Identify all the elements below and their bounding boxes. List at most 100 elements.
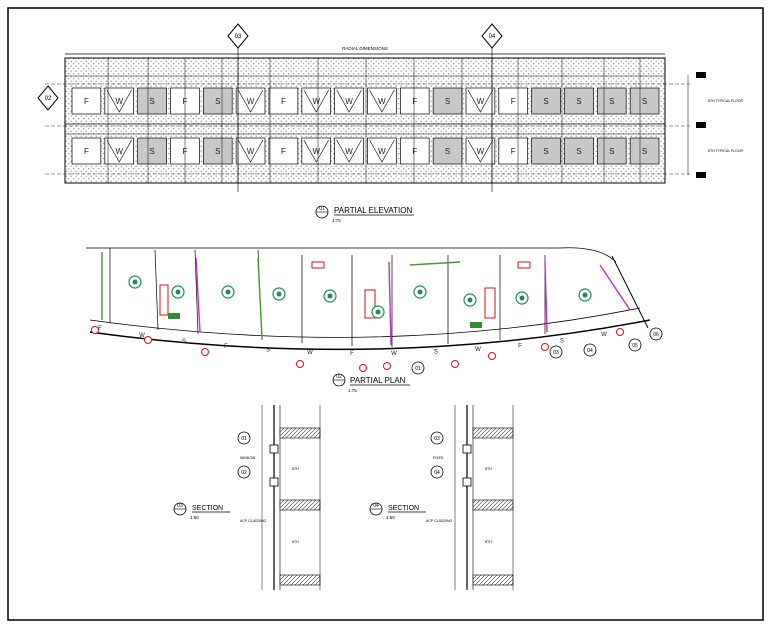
elevation-panel-code: F [281,97,286,106]
elevation-panel-code: W [477,97,485,106]
elevation-window-swing [303,139,329,163]
svg-text:03: 03 [177,503,183,509]
elevation-window-panel [137,137,167,165]
plan-panel-code: F [98,326,102,332]
plan-panel-code: W [475,347,481,353]
elevation-window-panel [596,137,627,165]
plan-panel-code: F [224,344,228,350]
plan-room-tag-dot [225,289,231,295]
elevation-window-panel [531,87,561,115]
plan-green-tags [168,313,482,328]
plan-callout-06: 06 [649,327,663,341]
elevation-panel-code: F [412,97,417,106]
partial-elevation: FWSFSWFWWWFSWFSSSS FWSFSWFWWWFSWFSSSS RA… [37,23,743,223]
elevation-window-panel [564,87,594,115]
elevation-window-swing [369,139,395,163]
elevation-panel-code: W [345,147,353,156]
elevation-panel-code: W [247,97,255,106]
plan-panel-code: W [601,332,607,338]
elevation-window-panel [399,137,430,165]
elevation-panel-code: W [312,147,320,156]
elevation-window-panel [465,137,496,165]
elevation-window-swing [237,139,264,163]
plan-callout-04: 04 [583,343,597,357]
plan-number: 02 [336,374,342,380]
elevation-window-panel [629,87,660,115]
plan-callout-03: 03 [549,345,563,359]
plan-room-tag-dot [276,291,282,297]
floor-label-2: 8TH TYPICAL FLOOR [708,149,743,153]
elevation-scale: 1:75 [332,218,341,223]
svg-text:03: 03 [553,350,559,356]
svg-text:03: 03 [434,436,440,442]
elevation-window-panel [104,87,135,115]
elevation-window-swing [467,89,494,113]
svg-text:8TH: 8TH [485,467,492,471]
svg-text:06: 06 [653,332,659,338]
floor-label-1: 8TH TYPICAL FLOOR [708,99,743,103]
section-04-scale: 1:50 [386,515,395,520]
elevation-panel-code: W [115,97,123,106]
svg-text:04: 04 [373,503,379,509]
elevation-panel-code: W [378,147,386,156]
elevation-window-panel [531,137,561,165]
elevation-panel-code: W [247,147,255,156]
plan-column-marker [201,348,209,356]
section-marker-04: 04 [481,23,503,192]
section-marker-03: 03 [227,23,249,192]
elevation-panel-code: F [281,147,286,156]
svg-text:02: 02 [241,470,247,476]
elevation-panel-code: S [215,97,220,106]
elevation-window-panel [367,87,397,115]
elevation-window-swing [336,89,362,113]
plan-callout-01: 01 [411,361,425,375]
elevation-window-swing [369,89,395,113]
plan-room-tag-dot [467,297,473,303]
sheet-border [7,7,764,621]
elevation-panel-code: F [511,147,516,156]
radial-dimensions-label: RADIAL DIMENSIONS [342,46,388,51]
plan-panel-code: W [307,350,313,356]
elevation-window-panel [498,87,529,115]
level-markers: 8TH TYPICAL FLOOR 8TH TYPICAL FLOOR [687,72,743,178]
plan-column-marker [616,328,624,336]
elevation-window-panel [202,87,233,115]
elevation-panel-code: S [149,147,154,156]
svg-text:04: 04 [489,34,496,40]
elevation-window-swing [336,139,362,163]
plan-column-marker [359,364,367,372]
elevation-window-panel [367,137,397,165]
plan-panel-code: W [139,333,145,339]
elevation-panel-code: S [445,97,450,106]
side-marker-02: 02 [37,85,59,111]
elevation-window-panel [432,87,463,115]
elevation-panel-code: F [84,147,89,156]
elevation-window-row-2: FWSFSWFWWWFSWFSSSS [71,137,660,165]
elevation-panel-code: S [445,147,450,156]
plan-room-tag-dot [132,279,138,285]
elevation-window-swing [106,139,132,163]
svg-text:05: 05 [632,343,638,349]
plan-color-accents [101,252,631,346]
plan-scale: 1:75 [348,388,357,393]
plan-room-tag-dot [327,293,333,299]
elevation-window-panel [498,137,529,165]
plan-column-markers [91,326,624,372]
plan-column-marker [451,360,459,368]
elevation-window-panel [71,87,102,115]
plan-room-tag-dot [519,295,525,301]
elevation-title: PARTIAL ELEVATION [334,206,412,215]
plan-column-marker [383,362,391,370]
elevation-window-panel [104,137,135,165]
plan-column-marker [541,343,549,351]
section-03-title: SECTION [192,505,223,512]
elevation-window-panel [301,87,332,115]
elevation-panel-code: S [642,97,647,106]
plan-panel-code: S [182,339,186,345]
svg-text:ACP CLADDING: ACP CLADDING [240,519,266,523]
plan-panel-code: S [560,338,564,344]
elevation-window-panel [137,87,167,115]
elevation-panel-code: S [149,97,154,106]
elevation-window-swing [106,89,132,113]
plan-title: PARTIAL PLAN [350,376,406,385]
